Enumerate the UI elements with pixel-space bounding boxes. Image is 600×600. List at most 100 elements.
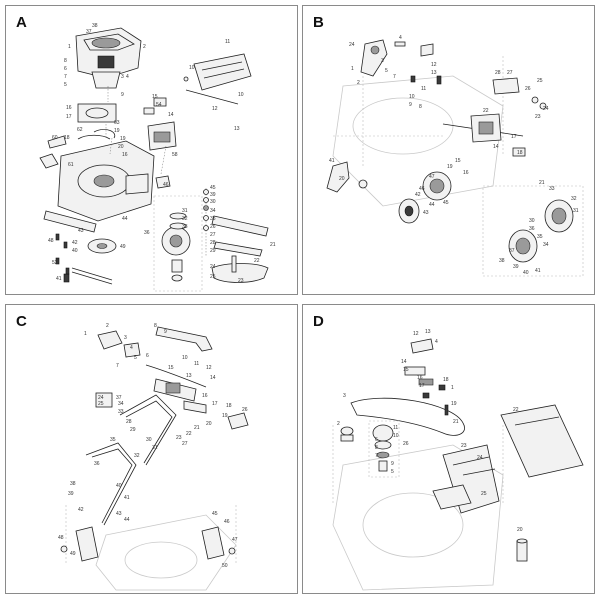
- callout: 16: [463, 170, 469, 176]
- callout: 42: [72, 240, 78, 246]
- callout: 25: [98, 401, 104, 407]
- rear-wheel-parts: [508, 199, 574, 263]
- callout: 4: [130, 345, 133, 351]
- callout: 15: [455, 158, 461, 164]
- callout: 27: [210, 232, 216, 238]
- callout: 10: [189, 65, 195, 71]
- cap-part: [340, 426, 354, 442]
- callout: 2: [337, 421, 340, 427]
- handle-bracket-parts: [60, 526, 236, 562]
- callout: 42: [78, 507, 84, 513]
- callout: 45: [212, 511, 218, 517]
- callout: 15: [168, 365, 174, 371]
- callout: 60: [52, 135, 58, 141]
- callout: 20: [118, 144, 124, 150]
- panel-d-diagram: 12 13 4 14 15 16 17 18 19 1 3 2 11 10 6 …: [332, 329, 584, 591]
- callout: 35: [210, 216, 216, 222]
- callout: 9: [391, 461, 394, 467]
- callout: 30: [210, 199, 216, 205]
- callout: 34: [543, 242, 549, 248]
- callout: 13: [425, 329, 431, 335]
- callout: 33: [549, 186, 555, 192]
- impeller-part: [153, 195, 203, 292]
- callout: 1: [84, 331, 87, 337]
- callout: 6: [375, 437, 378, 443]
- callout: 16: [202, 393, 208, 399]
- callout: 22: [254, 258, 260, 264]
- callout: 13: [234, 126, 240, 132]
- callout: 14: [401, 359, 407, 365]
- callout: 1: [451, 385, 454, 391]
- callout: 31: [573, 208, 579, 214]
- callout: 32: [134, 453, 140, 459]
- callout: 44: [429, 202, 435, 208]
- panel-b-callouts: 24 4 3 5 1 2 7 12 13 11 10 9 8 28 27 26 …: [329, 35, 579, 276]
- callout: 45: [210, 185, 216, 191]
- callout: 41: [124, 495, 130, 501]
- callout: 43: [78, 228, 84, 234]
- panel-d-callouts: 12 13 4 14 15 16 17 18 19 1 3 2 11 10 6 …: [337, 329, 523, 533]
- callout: 12: [206, 365, 212, 371]
- callout: 35: [110, 437, 116, 443]
- callout: 30: [529, 218, 535, 224]
- callout: 10: [393, 433, 399, 439]
- callout: 19: [447, 164, 453, 170]
- callout: 37: [509, 248, 515, 254]
- callout: 7: [393, 74, 396, 80]
- callout: 38: [70, 481, 76, 487]
- bolt-parts: [422, 384, 449, 416]
- handle-grips-part: [39, 135, 67, 169]
- callout: 9: [409, 102, 412, 108]
- panel-a-diagram: 38 37 1 2 8 6 7 5 4 3 9 10 11 10 12 13 1…: [39, 23, 276, 292]
- panel-c-diagram: 1 2 3 4 5 6 7 8 9 10 11 12 13 14 15 16 1…: [58, 323, 249, 591]
- callout: 23: [238, 278, 244, 284]
- callout: 9: [164, 329, 167, 335]
- screw-parts: [55, 233, 70, 275]
- callout: 1: [68, 44, 71, 50]
- callout: 33: [182, 224, 188, 230]
- callout: 35: [537, 234, 543, 240]
- callout: 32: [571, 196, 577, 202]
- callout: 21: [453, 419, 459, 425]
- callout: 5: [64, 82, 67, 88]
- callout: 31: [152, 445, 158, 451]
- callout: 8: [375, 445, 378, 451]
- callout: 49: [70, 551, 76, 557]
- callout: 46: [163, 182, 169, 188]
- callout: 24: [349, 42, 355, 48]
- callout: 24: [543, 106, 549, 112]
- callout: 15: [152, 94, 158, 100]
- callout: 17: [511, 134, 517, 140]
- callout: 24: [210, 264, 216, 270]
- callout: 34: [118, 401, 124, 407]
- callout: 4: [126, 74, 129, 80]
- small-parts: [394, 41, 442, 85]
- panel-c-callouts: 1 2 3 4 5 6 7 8 9 10 11 12 13 14 15 16 1…: [58, 323, 248, 569]
- callout: 61: [68, 162, 74, 168]
- callout: 16: [122, 152, 128, 158]
- callout: 36: [529, 226, 535, 232]
- rear-flap-part: [183, 53, 252, 105]
- callout: 6: [64, 66, 67, 72]
- panel-d: D: [302, 304, 595, 594]
- washer-stack-part: [203, 188, 209, 256]
- left-lever-part: [326, 161, 368, 193]
- callout: 19: [222, 413, 228, 419]
- panel-b-letter: B: [313, 14, 324, 31]
- callout: 41: [56, 276, 62, 282]
- control-cable-part: [145, 364, 249, 430]
- callout: 2: [106, 323, 109, 329]
- callout: 26: [242, 407, 248, 413]
- callout: 38: [499, 258, 505, 264]
- callout: 28: [126, 419, 132, 425]
- callout: 32: [182, 216, 188, 222]
- callout: 17: [212, 401, 218, 407]
- callout: 20: [339, 176, 345, 182]
- callout: 22: [513, 407, 519, 413]
- callout: 17: [419, 383, 425, 389]
- callout: 33: [118, 409, 124, 415]
- callout: 43: [423, 210, 429, 216]
- panel-a-letter: A: [16, 14, 27, 31]
- callout: 44: [122, 216, 128, 222]
- callout: 6: [146, 353, 149, 359]
